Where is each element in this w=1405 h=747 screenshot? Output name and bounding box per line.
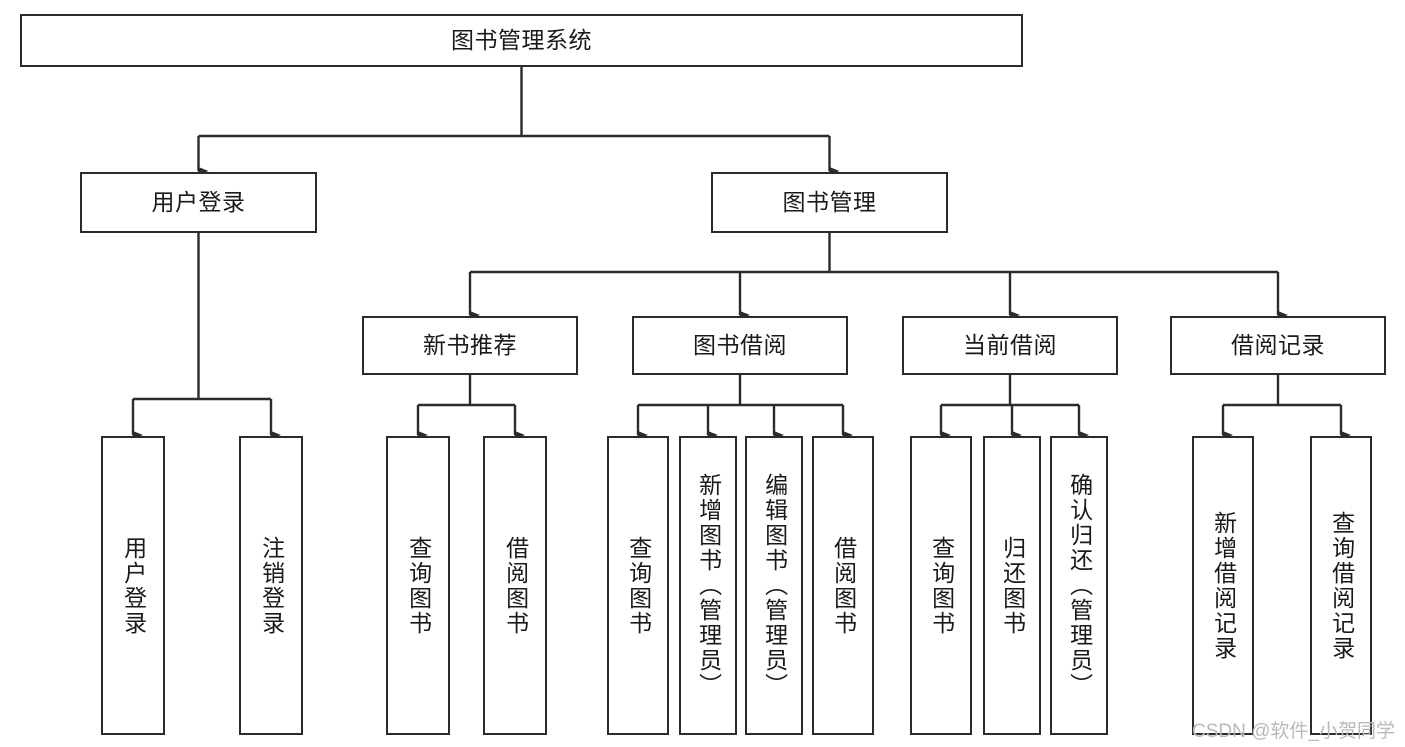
node-leaf-query-book-1[interactable]: 查询图书 (386, 436, 450, 735)
node-label: 图书管理系统 (451, 26, 592, 53)
node-leaf-confirm-return[interactable]: 确认归还（管理员） (1050, 436, 1108, 735)
node-label: 新增借阅记录 (1210, 510, 1237, 661)
node-leaf-add-record[interactable]: 新增借阅记录 (1192, 436, 1254, 735)
node-label: 查询图书 (625, 535, 652, 636)
node-user-login[interactable]: 用户登录 (80, 172, 317, 233)
node-leaf-add-book[interactable]: 新增图书（管理员） (679, 436, 737, 735)
node-borrow-record[interactable]: 借阅记录 (1170, 316, 1386, 375)
node-label: 借阅图书 (830, 535, 857, 636)
watermark-text: CSDN @软件_小贺同学 (1192, 721, 1395, 742)
node-label: 当前借阅 (963, 331, 1057, 358)
node-label: 用户登录 (120, 535, 147, 636)
node-book-manage[interactable]: 图书管理 (711, 172, 948, 233)
node-leaf-logout[interactable]: 注销登录 (239, 436, 303, 735)
node-label: 新书推荐 (423, 331, 517, 358)
node-label: 注销登录 (258, 535, 285, 636)
node-label: 借阅记录 (1231, 331, 1325, 358)
node-label: 确认归还（管理员） (1066, 473, 1093, 698)
node-label: 借阅图书 (502, 535, 529, 636)
node-leaf-edit-book[interactable]: 编辑图书（管理员） (745, 436, 803, 735)
node-leaf-borrow-book-1[interactable]: 借阅图书 (483, 436, 547, 735)
node-label: 查询借阅记录 (1328, 510, 1355, 661)
node-current-borrow[interactable]: 当前借阅 (902, 316, 1118, 375)
node-leaf-query-book-2[interactable]: 查询图书 (607, 436, 669, 735)
node-label: 图书借阅 (693, 331, 787, 358)
node-label: 用户登录 (151, 188, 246, 215)
node-new-book-rec[interactable]: 新书推荐 (362, 316, 578, 375)
node-label: 查询图书 (405, 535, 432, 636)
node-leaf-query-record[interactable]: 查询借阅记录 (1310, 436, 1372, 735)
node-leaf-borrow-book-2[interactable]: 借阅图书 (812, 436, 874, 735)
node-leaf-query-book-3[interactable]: 查询图书 (910, 436, 972, 735)
node-label: 编辑图书（管理员） (761, 473, 788, 698)
node-root[interactable]: 图书管理系统 (20, 14, 1023, 67)
node-label: 图书管理 (782, 188, 877, 215)
node-label: 查询图书 (928, 535, 955, 636)
node-leaf-user-login[interactable]: 用户登录 (101, 436, 165, 735)
node-leaf-return-book[interactable]: 归还图书 (983, 436, 1041, 735)
node-label: 归还图书 (999, 535, 1026, 636)
node-label: 新增图书（管理员） (695, 473, 722, 698)
edge-paths (131, 67, 1351, 440)
node-book-borrow[interactable]: 图书借阅 (632, 316, 848, 375)
